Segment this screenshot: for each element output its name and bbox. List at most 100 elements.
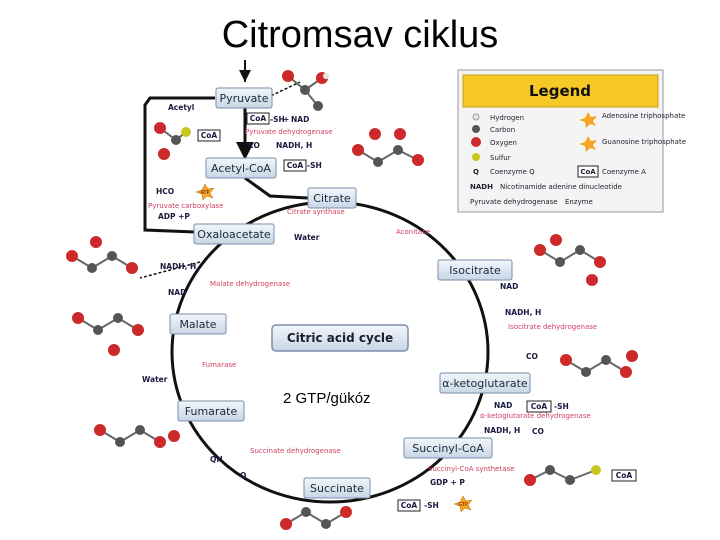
molecule-isocitrate [534,234,606,286]
co2-label-isocitrate: CO [526,352,538,361]
metabolite-pyruvate: Pyruvate [215,87,273,109]
hco3-label: HCO [156,187,174,196]
slide-title: Citromsav ciklus [221,14,499,56]
center-label-box: Citric acid cycle [271,324,409,352]
succinate-label: Succinate [310,482,364,495]
succinyl-coa-label: Succinyl-CoA [412,442,484,455]
nadh-label-pdh: NADH, H [276,141,312,150]
hydrogen-atom-icon [472,113,480,121]
acetyl-label: Acetyl [168,103,194,112]
legend-title: Legend [529,82,591,100]
legend-carbon: Carbon [490,126,515,134]
legend-hydrogen: Hydrogen [490,114,524,122]
molecule-aketoglutarate [560,350,638,378]
nadh-label-akg: NADH, H [484,426,520,435]
molecule-pyruvate [282,70,329,111]
sh-label-akg: -SH [554,402,569,411]
legend-coenzyme-q: Coenzyme Q [490,168,535,176]
center-label: Citric acid cycle [287,331,393,345]
citrate-label: Citrate [313,192,351,205]
sulfur-atom-icon [472,153,480,161]
water-label-citrate: Water [294,233,320,242]
nad-label-akg: NAD [494,401,512,410]
coa-tag-side: CoA [197,129,221,142]
isocitrate-label: Isocitrate [449,264,501,277]
enzyme-aconitase: Aconitase [396,228,430,236]
nadh-label-isocitrate: NADH, H [505,308,541,317]
adp-pi-label: ADP +P [158,212,190,221]
malate-label: Malate [179,318,216,331]
coa-tag-acetyl: CoA [283,159,307,172]
co2-label-akg: CO [532,427,544,436]
plus-label: + [283,115,289,124]
anaplerotic-loop [143,96,215,234]
enzyme-isocitrate-dehydrogenase: Isocitrate dehydrogenase [508,323,597,331]
fumarate-label: Fumarate [185,405,238,418]
enzyme-pyruvate-carboxylase: Pyruvate carboxylase [148,202,223,210]
molecule-oxaloacetate [66,236,138,274]
legend-nadh-symbol: NADH [470,183,493,191]
legend: Legend Hydrogen Carbon Oxygen Sulfur Q C… [457,69,686,213]
gtp-star-icon [579,136,597,152]
coa-tag-label: CoA [531,402,548,411]
acetylcoa-to-citrate-line [244,176,309,200]
metabolite-acetyl-coa: Acetyl-CoA [205,157,277,179]
legend-coa-symbol: CoA [580,168,596,176]
legend-q-symbol: Q [473,168,479,176]
enzyme-fumarase: Fumarase [202,361,236,369]
metabolite-fumarate: Fumarate [177,400,245,422]
q-label: Q [240,471,246,480]
gtp-label: GTP [458,502,468,508]
enzyme-citrate-synthase: Citrate synthase [287,208,345,216]
enzyme-pyruvate-dehydrogenase: Pyruvate dehydrogenase [245,128,333,136]
legend-gtp: Guanosine triphosphate [602,138,686,146]
enzyme-succinate-dehydrogenase: Succinate dehydrogenase [250,447,341,455]
atp-label: ATP [200,190,209,196]
enzyme-akg-dehydrogenase: α-ketoglutarate dehydrogenase [480,412,591,420]
pyruvate-label: Pyruvate [220,92,269,105]
molecule-citrate [352,128,424,167]
qh2-label: QH [210,455,223,464]
atp-star-carboxylase: ATP [195,183,215,201]
coa-tag-akg: CoA [526,400,552,413]
water-label-fumarase: Water [142,375,168,384]
coa-tag-succinyl: CoA [397,499,421,512]
legend-enzyme: Enzyme [565,198,593,206]
metabolite-succinate: Succinate [303,477,371,499]
nad-label-pdh: NAD [291,115,309,124]
co2-label-pdh: CO [248,141,260,150]
oxaloacetate-label: Oxaloacetate [197,228,271,241]
sh-label-succinyl: -SH [424,501,439,510]
carbon-atom-icon [472,125,480,133]
metabolite-malate: Malate [169,313,227,335]
enzyme-malate-dehydrogenase: Malate dehydrogenase [210,280,290,288]
oxygen-atom-icon [471,137,481,147]
coa-tag-label: CoA [250,114,267,123]
enzyme-succinyl-coa-synthetase: Succinyl-CoA synthetase [428,465,514,473]
metabolite-succinyl-coa: Succinyl-CoA [403,437,493,459]
gdp-pi-label: GDP + P [430,478,465,487]
sh-label-pdh: -SH [270,115,285,124]
nadh-label-malate: NADH, H [160,262,196,271]
coa-tag-label: CoA [201,131,218,140]
molecule-succinate [280,506,352,530]
legend-sulfur: Sulfur [490,154,511,162]
coa-tag-label: CoA [616,471,633,480]
molecule-fumarate [94,424,180,448]
legend-nadh: Nicotinamide adenine dinucleotide [500,183,622,191]
coa-tag-label: CoA [287,161,304,170]
legend-atp: Adenosine triphosphate [602,112,685,120]
gtp-per-glucose-note: 2 GTP/gükóz [283,390,371,407]
coa-tag-pdh: CoA [246,112,270,125]
coa-tag-label: CoA [401,501,418,510]
metabolite-aketoglutarate: α-ketoglutarate [439,372,531,394]
legend-coenzyme-a: Coenzyme A [602,168,646,176]
nad-label-malate: NAD [168,288,186,297]
metabolite-citrate: Citrate [307,187,357,209]
legend-oxygen: Oxygen [490,139,517,147]
gtp-star: GTP [453,495,473,513]
side-dashed-line [139,261,201,279]
molecule-acetyl [154,122,191,160]
molecule-malate [72,312,144,356]
